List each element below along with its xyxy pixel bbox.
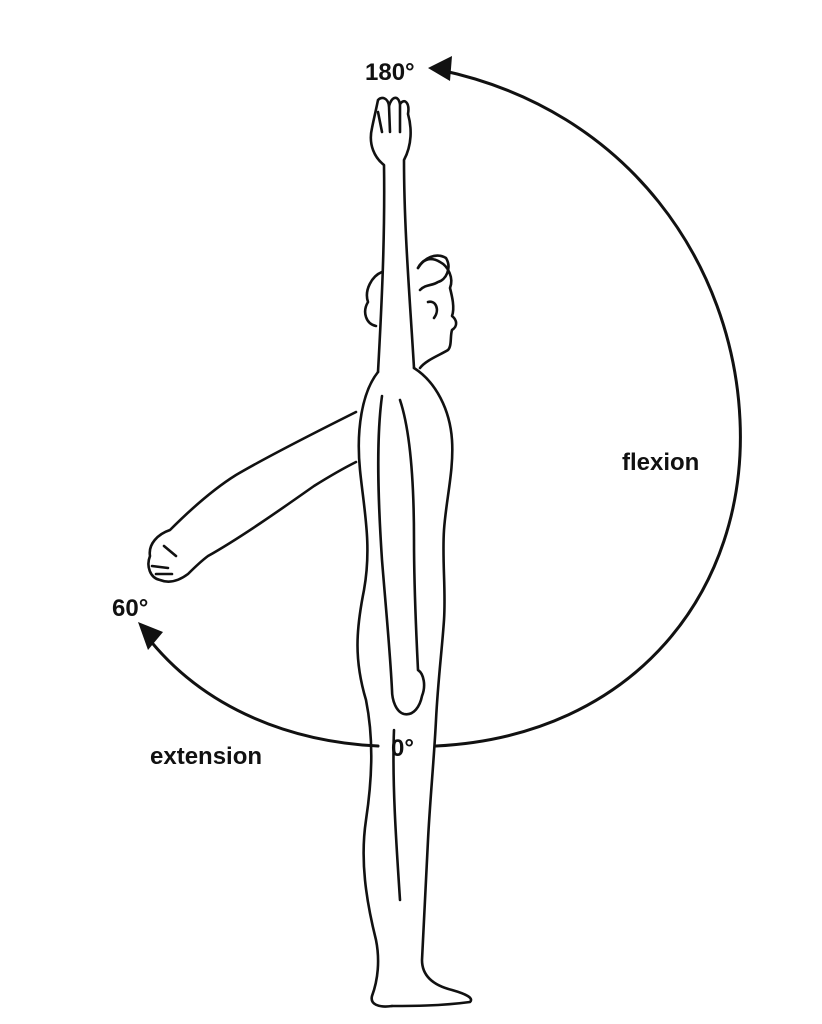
side-arm <box>376 394 426 716</box>
human-figure <box>147 96 473 1008</box>
extension-label: extension <box>150 743 262 770</box>
leg-gap <box>392 728 402 902</box>
extension-arc-line <box>143 632 380 748</box>
angle-label-60: 60° <box>112 595 148 622</box>
extension-arrowhead <box>138 622 163 650</box>
torso-back <box>356 370 394 1008</box>
hair <box>363 254 450 328</box>
raised-arm <box>369 96 416 374</box>
flexion-arc <box>428 56 742 748</box>
flexion-arrowhead <box>428 56 452 81</box>
raised-hand-fingers <box>376 102 402 134</box>
extended-arm <box>147 410 358 583</box>
angle-label-180: 180° <box>365 59 415 86</box>
torso-front <box>390 366 473 1008</box>
angle-label-0: 0° <box>391 735 414 762</box>
extended-hand-fingers <box>150 544 178 576</box>
flexion-label: flexion <box>622 449 699 476</box>
head <box>416 257 458 370</box>
ear <box>426 300 439 320</box>
extension-arc <box>138 622 380 748</box>
flexion-arc-line <box>434 68 742 748</box>
